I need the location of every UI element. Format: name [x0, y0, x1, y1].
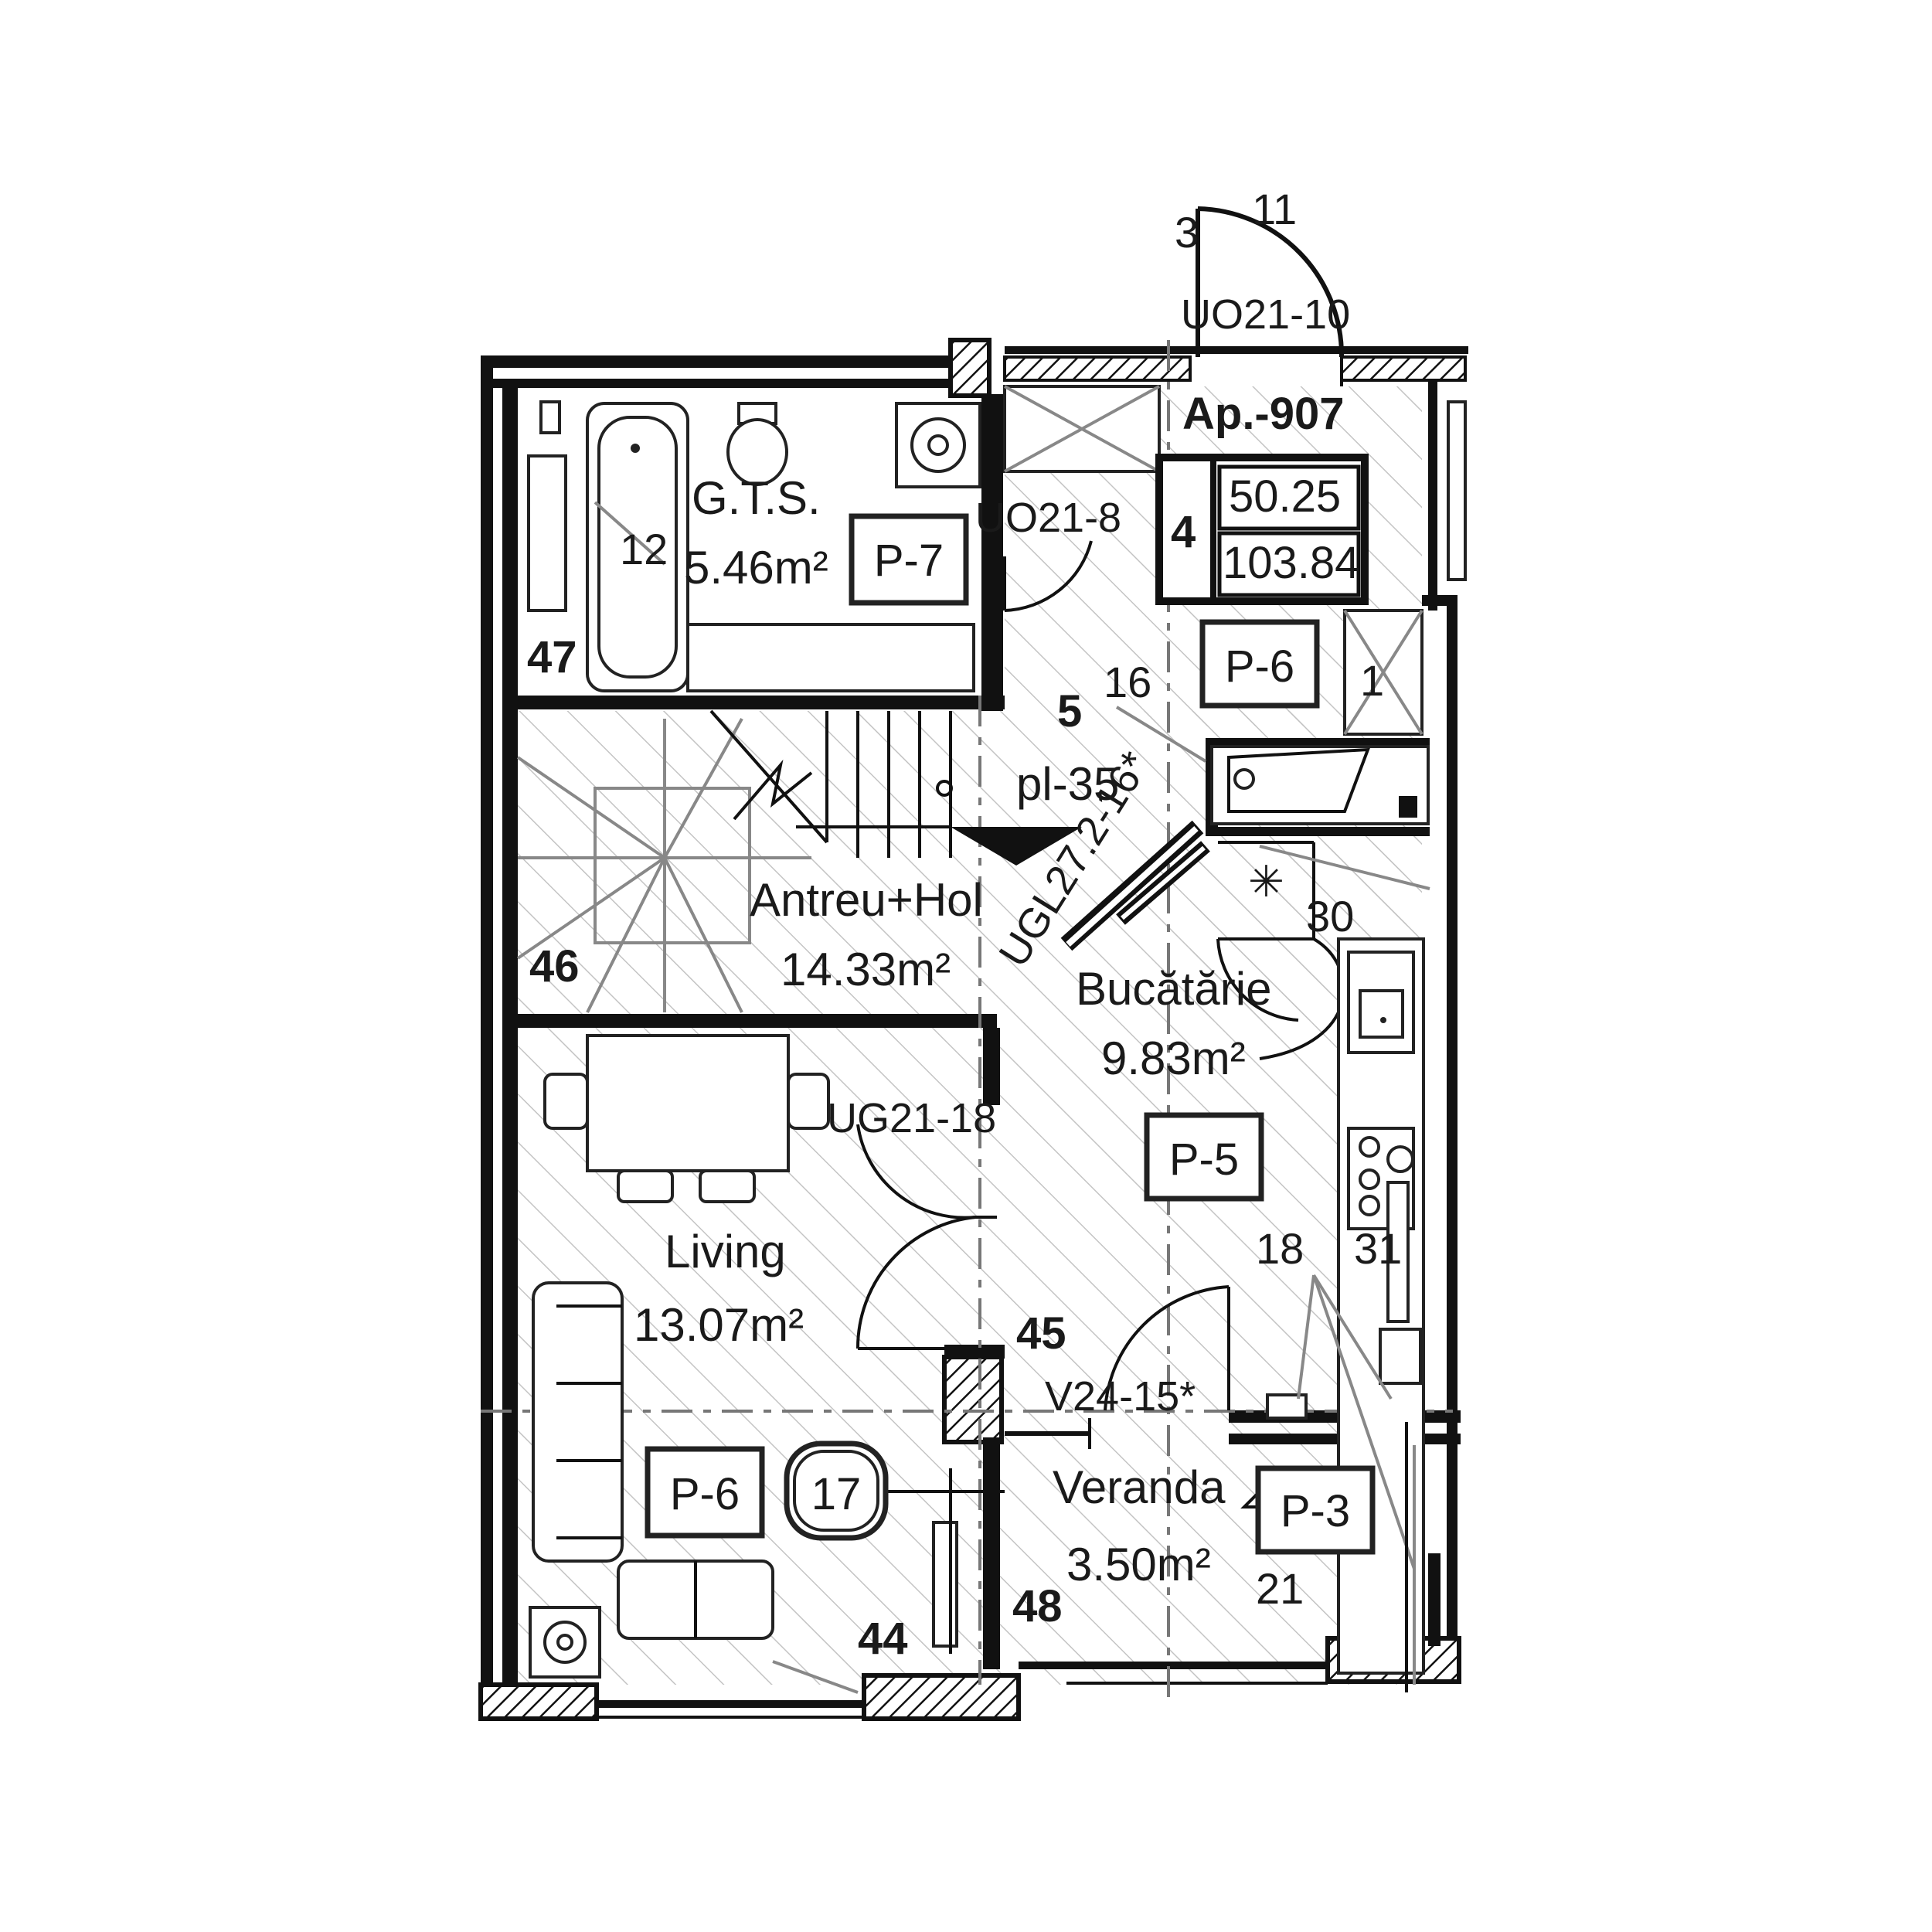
- apartment-label: Ap.-907: [1182, 389, 1345, 439]
- marker-5: 5: [1057, 686, 1082, 736]
- tag-living: P-6: [670, 1469, 740, 1519]
- code-1: 1: [1360, 656, 1384, 705]
- room-area-antreu: 14.33m²: [781, 944, 951, 995]
- room-tags: P-7 P-6 P-5 P-6 17 P-3: [645, 513, 1376, 1555]
- room-count: 4: [1171, 507, 1196, 557]
- room-labels: G.T.S. 5.46m² pl-35 Antreu+Hol 14.33m² B…: [634, 472, 1271, 1590]
- marker-44: 44: [858, 1614, 908, 1664]
- tag-gts: P-7: [874, 536, 944, 586]
- living-door: [855, 1124, 997, 1350]
- code-16: 16: [1104, 658, 1151, 706]
- code-30: 30: [1306, 892, 1354, 940]
- marker-46: 46: [529, 941, 580, 992]
- door-code-living: UG21-18: [827, 1095, 996, 1141]
- marker-45: 45: [1016, 1308, 1066, 1359]
- built-area: 103.84: [1223, 538, 1359, 588]
- room-name-living: Living: [665, 1226, 786, 1277]
- room-name-gts: G.T.S.: [692, 472, 821, 524]
- code-11: 11: [1252, 185, 1297, 233]
- door-code-entrance: UO21-10: [1181, 291, 1350, 338]
- tag-bucatarie: P-5: [1169, 1134, 1239, 1185]
- tag-veranda: P-3: [1281, 1486, 1350, 1536]
- room-name-bucatarie: Bucătărie: [1076, 963, 1271, 1015]
- door-code-veranda: V24-15*: [1045, 1373, 1196, 1420]
- tag-living-circle: 17: [811, 1469, 862, 1519]
- hall-fixture: [1210, 745, 1430, 825]
- marker-48: 48: [1012, 1581, 1063, 1631]
- code-3: 3: [1175, 208, 1199, 257]
- code-31: 31: [1354, 1224, 1402, 1273]
- room-area-bucatarie: 9.83m²: [1101, 1032, 1246, 1084]
- code-18: 18: [1256, 1224, 1304, 1273]
- door-code-bathroom: UO21-8: [975, 495, 1121, 541]
- marker-47: 47: [527, 632, 577, 682]
- apartment-plate: Ap.-907 4 50.25 103.84: [1155, 389, 1369, 605]
- room-name-veranda: Veranda: [1053, 1461, 1226, 1513]
- room-area-gts: 5.46m²: [684, 542, 828, 594]
- bathroom-door: [1003, 540, 1093, 612]
- staircase: [516, 709, 1082, 1013]
- entrance-door: [1003, 206, 1345, 473]
- code-12: 12: [620, 525, 668, 573]
- room-area-veranda: 3.50m²: [1066, 1539, 1211, 1590]
- code-21: 21: [1256, 1564, 1304, 1613]
- usable-area: 50.25: [1229, 471, 1341, 522]
- tag-antreu: P-6: [1225, 641, 1294, 692]
- room-area-living: 13.07m²: [634, 1299, 804, 1351]
- fixture-codes: 12 16 30 31 18 21 1 3 11: [620, 185, 1402, 1613]
- floor-code-antreu: pl-35: [1016, 758, 1119, 810]
- room-name-antreu: Antreu+Hol: [750, 874, 983, 926]
- veranda-leaders: [1297, 1274, 1440, 1692]
- markers: 47 46 45 44 48 5: [527, 632, 1082, 1664]
- right-shaft: [1343, 400, 1467, 736]
- kitchen-sliding-door: [1060, 820, 1210, 951]
- svg-text:✳: ✳: [1248, 857, 1284, 906]
- bathroom-fixtures: [527, 400, 981, 692]
- living-furniture: [529, 1034, 1005, 1694]
